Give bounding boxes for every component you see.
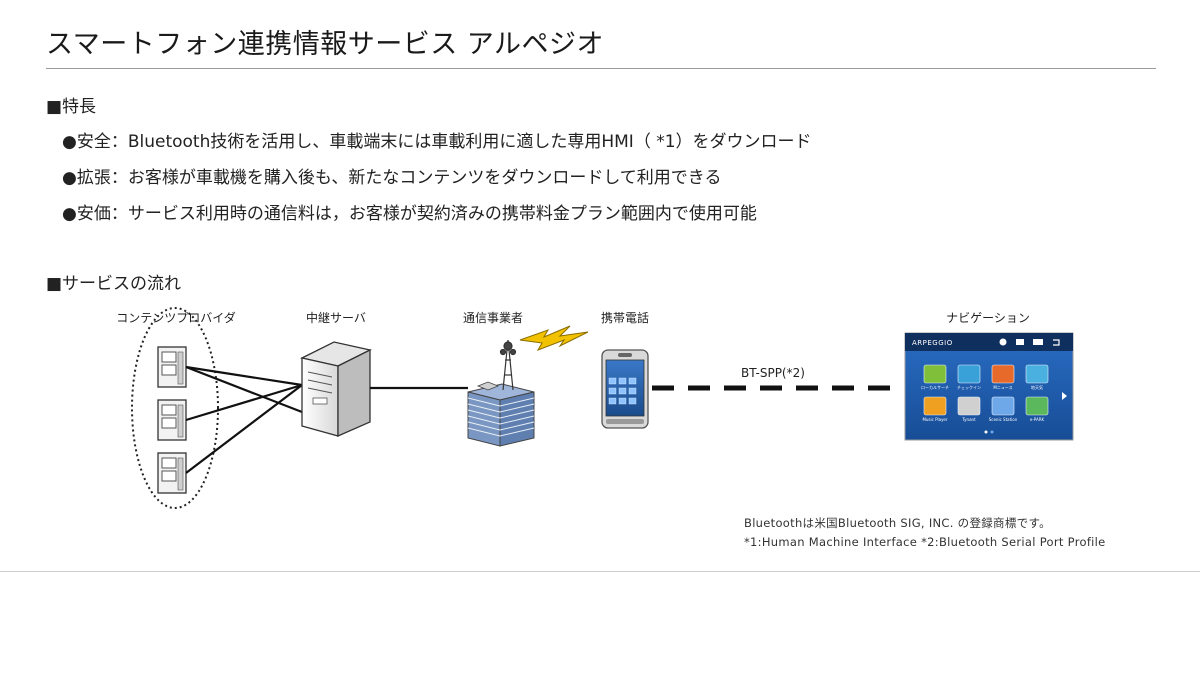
nav-app-tile-label: Mニュース bbox=[993, 385, 1012, 390]
feature-expansion: ●拡張：お客様が車載機を購入後も、新たなコンテンツをダウンロードして利用できる bbox=[62, 168, 722, 188]
nav-app-tile-label: 地天気 bbox=[1031, 384, 1043, 390]
service-flow-heading: ■サービスの流れ bbox=[46, 274, 182, 294]
nav-app-tile: ローカルサーチ bbox=[921, 364, 949, 390]
abbreviation-note: *1:Human Machine Interface *2:Bluetooth … bbox=[744, 535, 1106, 549]
nav-brand-text: ARPEGGIO bbox=[912, 339, 953, 347]
label-mobile-phone: 携帯電話 bbox=[600, 311, 650, 325]
page-title: スマートフォン連携情報サービス アルペジオ bbox=[46, 29, 605, 60]
label-content-provider: コンテンツプロバイダ bbox=[116, 311, 236, 325]
nav-app-tile-label: Music Player bbox=[922, 417, 947, 422]
provider-server-icon bbox=[157, 346, 187, 388]
carrier-building-icon bbox=[467, 339, 535, 447]
label-carrier: 通信事業者 bbox=[462, 311, 524, 325]
footer-divider bbox=[0, 571, 1200, 572]
nav-app-tiles: ローカルサーチ チェックイン Mニュース 地天気 Music Player Tynant S… bbox=[921, 364, 1049, 422]
wireless-signal-icon bbox=[519, 325, 589, 351]
navigation-screen-icon: ARPEGGIO ローカルサーチ チェックイン Mニュース 地天気 Music Play… bbox=[904, 332, 1074, 441]
label-relay-server: 中継サーバ bbox=[306, 311, 366, 325]
provider-dotted-boundary bbox=[131, 307, 219, 509]
relay-server-icon bbox=[300, 341, 372, 437]
feature-cost: ●安価：サービス利用時の通信料は，お客様が契約済みの携帯料金プラン範囲内で使用可… bbox=[62, 204, 757, 224]
nav-app-tile: Mニュース bbox=[991, 364, 1015, 390]
nav-app-tile: Music Player bbox=[922, 396, 948, 422]
label-navigation: ナビゲーション bbox=[946, 311, 1030, 325]
mobile-phone-icon bbox=[601, 349, 649, 429]
title-divider bbox=[46, 68, 1156, 69]
nav-app-tile-label: ローカルサーチ bbox=[921, 385, 949, 390]
nav-app-tile: 地天気 bbox=[1025, 364, 1049, 390]
nav-app-tile: チェックイン bbox=[957, 364, 981, 390]
nav-app-tile-label: チェックイン bbox=[957, 384, 981, 390]
feature-safety: ●安全：Bluetooth技術を活用し、車載端末には車載利用に適した専用HMI（… bbox=[62, 132, 812, 152]
antenna-tower-icon bbox=[499, 339, 517, 391]
provider-server-icon bbox=[157, 399, 187, 441]
trademark-note: Bluetoothは米国Bluetooth SIG, INC. の登録商標です。 bbox=[744, 516, 1051, 530]
nav-app-tile-label: e-PARK bbox=[1030, 417, 1045, 422]
nav-app-tile: Tynant bbox=[957, 396, 981, 422]
nav-app-tile: Scenic Station bbox=[989, 396, 1018, 422]
content-provider-group bbox=[131, 307, 219, 509]
features-heading: ■特長 bbox=[46, 97, 97, 117]
nav-app-tile: e-PARK bbox=[1025, 396, 1049, 422]
provider-relay-links bbox=[185, 365, 303, 474]
provider-server-icon bbox=[157, 452, 187, 494]
nav-app-tile-label: Tynant bbox=[961, 417, 976, 422]
nav-app-tile-label: Scenic Station bbox=[989, 417, 1018, 422]
label-bt-spp: BT-SPP(*2) bbox=[741, 366, 805, 380]
